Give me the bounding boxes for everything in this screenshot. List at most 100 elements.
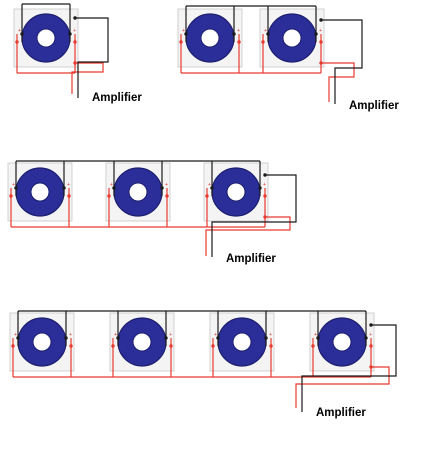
speaker: ++ xyxy=(259,8,325,68)
wire-junction xyxy=(216,336,220,340)
wire-junction xyxy=(20,32,24,36)
wire-junction xyxy=(164,336,168,340)
speaker-dust-cap xyxy=(200,28,220,48)
wire-junction xyxy=(205,194,209,198)
wire-junction xyxy=(11,344,15,348)
amplifier-label: Amplifier xyxy=(92,92,142,104)
speaker-dust-cap xyxy=(282,28,302,48)
wire-junction xyxy=(107,194,111,198)
speaker: ++ xyxy=(9,312,75,372)
speaker-dust-cap xyxy=(36,28,56,48)
wire-junction xyxy=(68,32,72,36)
speaker: ++ xyxy=(209,312,275,372)
wire-junction xyxy=(261,40,265,44)
speaker: ++ xyxy=(177,8,243,68)
wire-junction xyxy=(364,336,368,340)
wire-junction xyxy=(179,40,183,44)
wire-junction xyxy=(316,336,320,340)
wire-junction xyxy=(62,186,66,190)
wire-junction xyxy=(111,344,115,348)
polarity-mark-positive: + xyxy=(12,182,15,188)
wiring-diagram-quad: ++++++++Amplifier xyxy=(9,310,397,419)
amplifier-label: Amplifier xyxy=(349,100,399,112)
polarity-mark-positive: + xyxy=(214,332,217,338)
wire-junction xyxy=(165,194,169,198)
polarity-mark-positive: + xyxy=(169,332,172,338)
polarity-mark-positive: + xyxy=(182,28,185,34)
polarity-mark-positive: + xyxy=(237,28,240,34)
wire-junction xyxy=(73,40,77,44)
speaker: ++ xyxy=(309,312,375,372)
wiring-diagram-dual: ++++Amplifier xyxy=(177,5,399,112)
amplifier-label: Amplifier xyxy=(226,253,276,265)
speaker-dust-cap xyxy=(226,182,246,202)
wire-junction xyxy=(319,61,323,65)
wire-junction xyxy=(211,344,215,348)
wire-junction xyxy=(73,16,77,20)
polarity-mark-positive: + xyxy=(18,28,21,34)
speaker: ++ xyxy=(7,162,73,222)
polarity-mark-positive: + xyxy=(69,332,72,338)
speaker-dust-cap xyxy=(30,182,50,202)
wire-junction xyxy=(116,336,120,340)
speaker-dust-cap xyxy=(128,182,148,202)
wire-junction xyxy=(237,40,241,44)
wire-junction xyxy=(112,186,116,190)
polarity-mark-positive: + xyxy=(114,332,117,338)
polarity-mark-positive: + xyxy=(319,28,322,34)
wire-junction xyxy=(369,365,373,369)
polarity-mark-positive: + xyxy=(369,332,372,338)
speaker: ++ xyxy=(109,312,175,372)
wire-junction xyxy=(232,32,236,36)
positive-amp-lead xyxy=(321,62,355,102)
wire-junction xyxy=(264,336,268,340)
speaker: ++ xyxy=(13,8,79,68)
speaker-dust-cap xyxy=(132,332,152,352)
wire-junction xyxy=(73,61,77,65)
wire-junction xyxy=(169,344,173,348)
wire-junction xyxy=(263,194,267,198)
positive-amp-lead xyxy=(71,62,104,94)
polarity-mark-positive: + xyxy=(208,182,211,188)
speaker-dust-cap xyxy=(232,332,252,352)
wire-junction xyxy=(263,173,267,177)
wire-junction xyxy=(14,186,18,190)
polarity-mark-positive: + xyxy=(269,332,272,338)
wire-junction xyxy=(69,344,73,348)
wire-junction xyxy=(64,336,68,340)
speaker-dust-cap xyxy=(332,332,352,352)
polarity-mark-positive: + xyxy=(14,332,17,338)
polarity-mark-positive: + xyxy=(314,332,317,338)
polarity-mark-positive: + xyxy=(263,182,266,188)
positive-amp-lead xyxy=(295,366,390,408)
wire-junction xyxy=(184,32,188,36)
wire-junction xyxy=(319,18,323,22)
speaker: ++ xyxy=(203,162,269,222)
wire-junction xyxy=(258,186,262,190)
wire-junction xyxy=(369,323,373,327)
wire-junction xyxy=(311,344,315,348)
wire-junction xyxy=(210,186,214,190)
negative-amp-lead xyxy=(75,17,109,98)
wiring-diagram-triple: ++++++Amplifier xyxy=(7,160,297,265)
speaker: ++ xyxy=(105,162,171,222)
wire-junction xyxy=(67,194,71,198)
polarity-mark-positive: + xyxy=(110,182,113,188)
wire-junction xyxy=(369,344,373,348)
polarity-mark-positive: + xyxy=(73,28,76,34)
negative-amp-lead xyxy=(301,324,397,412)
speaker-dust-cap xyxy=(32,332,52,352)
wire-junction xyxy=(9,194,13,198)
wire-junction xyxy=(160,186,164,190)
wire-junction xyxy=(263,215,267,219)
negative-amp-lead xyxy=(321,19,363,104)
wire-junction xyxy=(15,40,19,44)
wire-junction xyxy=(16,336,20,340)
wiring-diagram-single: ++Amplifier xyxy=(13,3,142,104)
polarity-mark-positive: + xyxy=(264,28,267,34)
wire-junction xyxy=(269,344,273,348)
positive-amp-lead xyxy=(205,216,291,256)
polarity-mark-positive: + xyxy=(165,182,168,188)
polarity-mark-positive: + xyxy=(67,182,70,188)
